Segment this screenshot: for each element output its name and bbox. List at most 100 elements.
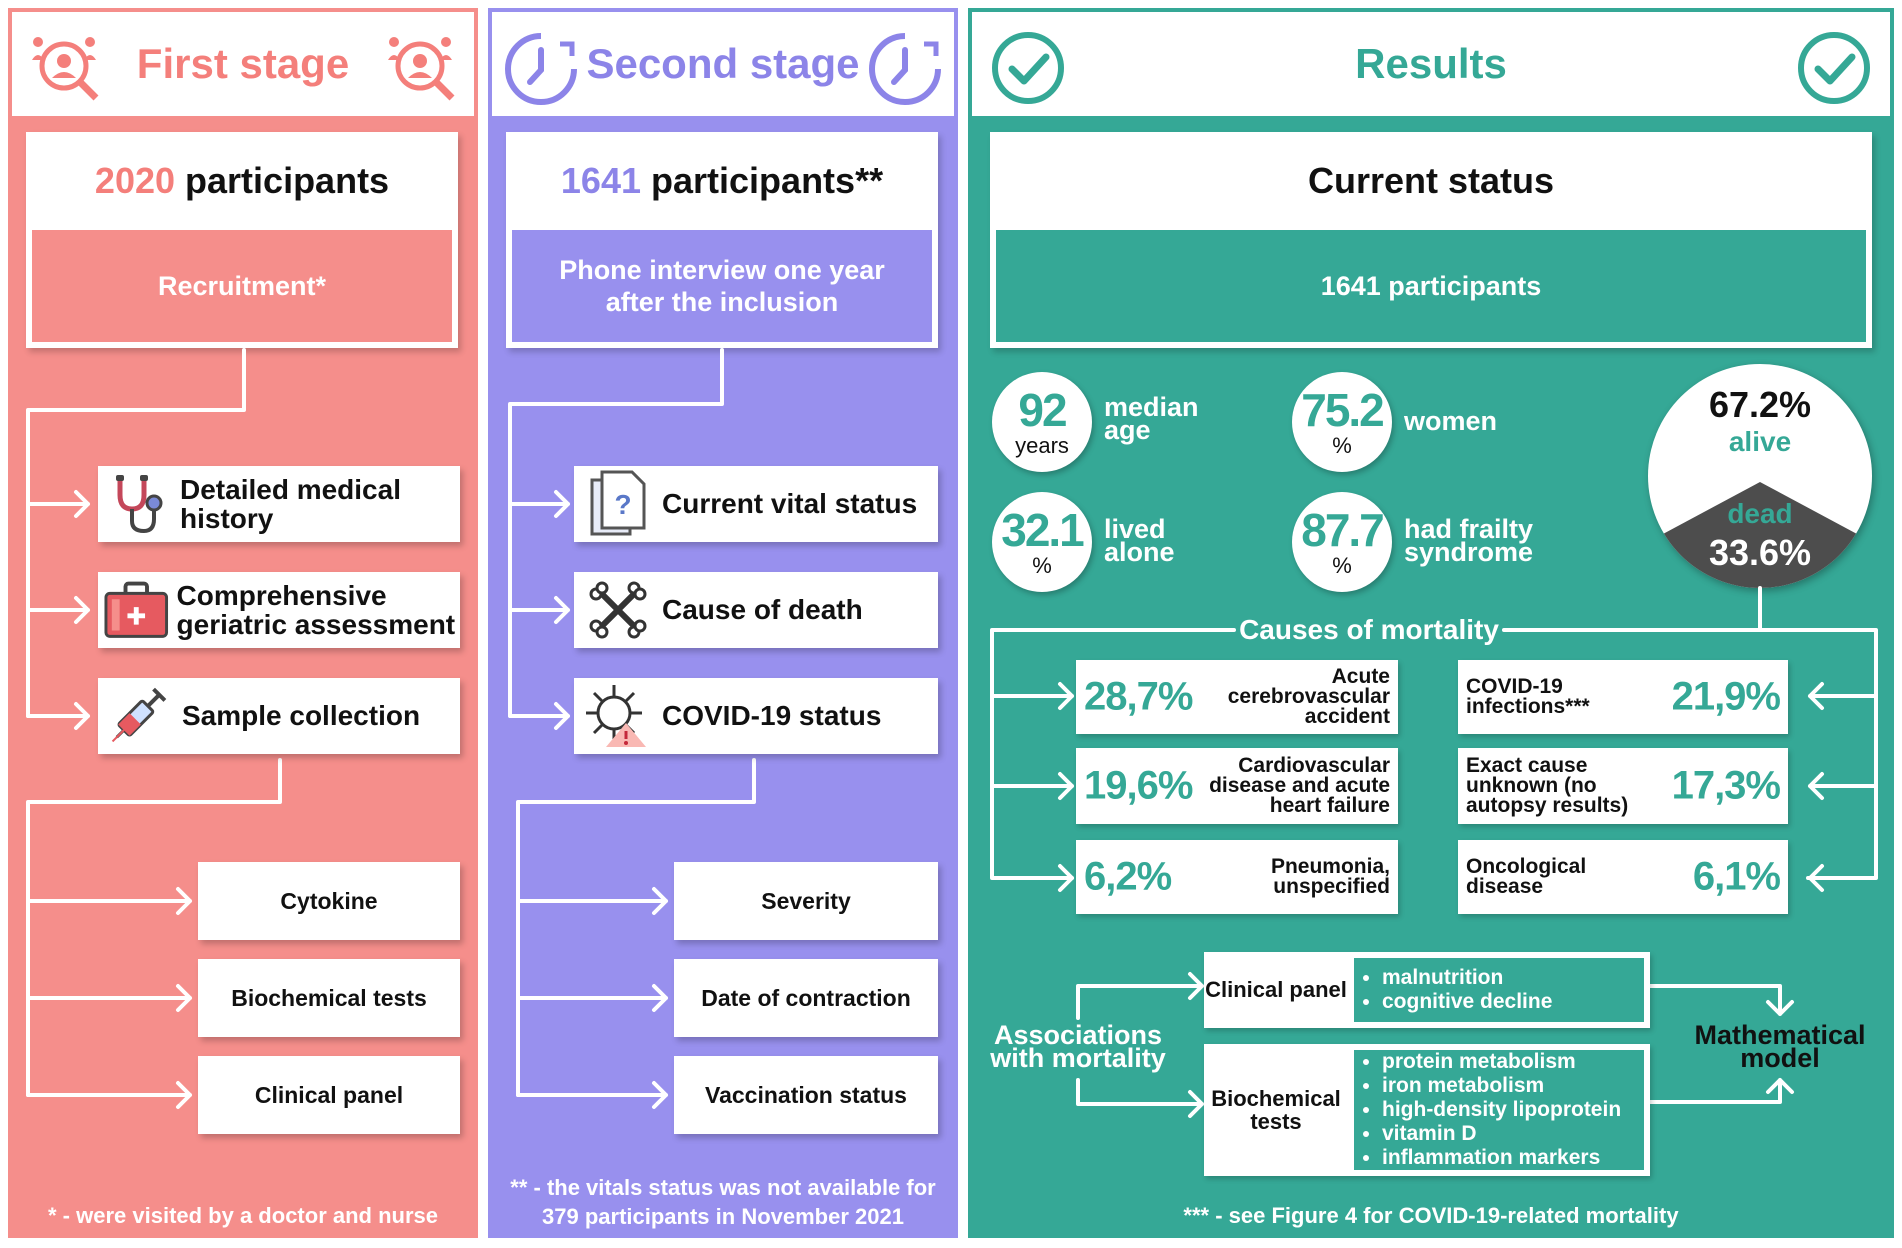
stethoscope-icon bbox=[116, 475, 163, 534]
lived-alone-value: 32.1 bbox=[1001, 504, 1085, 556]
results-header: Results bbox=[968, 8, 1894, 116]
second-stage-connectors bbox=[508, 348, 756, 1109]
dead-label: dead bbox=[1727, 498, 1793, 529]
comprehensive-assessment-card: Comprehensive geriatric assessment bbox=[98, 572, 460, 648]
person-search-icon bbox=[388, 37, 455, 101]
syringe-icon bbox=[111, 687, 167, 743]
cause-cardiovascular-label: Cardiovascular disease and acute heart f… bbox=[1209, 754, 1390, 817]
cause-covid-label: COVID-19 infections*** bbox=[1466, 675, 1590, 718]
first-stage-title: First stage bbox=[136, 40, 350, 87]
second-stage-title: Second stage bbox=[586, 40, 860, 87]
alive-dead-circle: 67.2% alive dead 33.6% bbox=[1648, 364, 1872, 588]
second-stage-count-suffix: participants** bbox=[651, 160, 884, 201]
cause-oncological-label: Oncological disease bbox=[1466, 855, 1587, 898]
current-vital-status-label: Current vital status bbox=[662, 488, 918, 520]
biochemical-tests-label: Biochemical tests bbox=[1211, 1085, 1341, 1134]
lived-alone-unit: % bbox=[1032, 553, 1052, 578]
cause-covid-card: COVID-19 infections*** 21,9% bbox=[1458, 660, 1788, 734]
cause-oncological-card: Oncological disease 6,1% bbox=[1458, 840, 1788, 914]
causes-of-mortality-title: Causes of mortality bbox=[1239, 614, 1499, 645]
lived-alone-label: lived alone bbox=[1104, 514, 1175, 567]
results-participants-label: 1641 participants bbox=[996, 230, 1866, 342]
date-of-contraction-card: Date of contraction bbox=[674, 959, 938, 1037]
median-age-label: median age bbox=[1104, 392, 1199, 445]
cause-of-death-label: Cause of death bbox=[662, 594, 863, 626]
biochemical-tests-items: protein metabolism iron metabolism high-… bbox=[1354, 1050, 1644, 1170]
clinical-panel-label: Clinical panel bbox=[1205, 977, 1347, 1003]
dead-segment bbox=[1648, 482, 1872, 588]
women-value: 75.2 bbox=[1301, 384, 1385, 436]
first-stage-participants-box: 2020 participants Recruitment* bbox=[26, 132, 458, 348]
phone-interview-label: Phone interview one year after the inclu… bbox=[512, 230, 932, 342]
cause-oncological-pct: 6,1% bbox=[1692, 854, 1781, 899]
medical-kit-icon bbox=[104, 581, 169, 638]
question-document-icon: ? bbox=[590, 470, 646, 536]
detailed-medical-history-label: Detailed medical history bbox=[180, 473, 401, 534]
clinical-panel-items: malnutrition cognitive decline bbox=[1354, 958, 1644, 1022]
cause-unknown-pct: 17,3% bbox=[1671, 763, 1781, 808]
current-status-box: Current status 1641 participants bbox=[990, 132, 1872, 348]
recruitment-label: Recruitment* bbox=[32, 230, 452, 342]
biochemical-item: protein metabolism bbox=[1382, 1050, 1644, 1074]
cause-stroke-pct: 28,7% bbox=[1084, 674, 1193, 719]
women-stat: 75.2 % bbox=[1292, 372, 1392, 472]
biochemical-item: vitamin D bbox=[1382, 1122, 1644, 1146]
virus-warning-icon bbox=[586, 685, 646, 747]
first-stage-footnote: * - were visited by a doctor and nurse bbox=[48, 1203, 438, 1228]
detailed-medical-history-card: Detailed medical history bbox=[98, 466, 460, 542]
second-stage-count: 1641 bbox=[560, 160, 641, 201]
women-label: women bbox=[1404, 406, 1498, 436]
first-stage-panel: First stage 2020 participants Recruitmen… bbox=[8, 8, 478, 1238]
crossbones-icon bbox=[589, 581, 647, 639]
dead-percent: 33.6% bbox=[1708, 532, 1812, 573]
first-stage-count-suffix: participants bbox=[185, 160, 390, 201]
clinical-panel-item: cognitive decline bbox=[1382, 990, 1644, 1014]
first-stage-header: First stage bbox=[8, 8, 478, 116]
cause-cardiovascular-pct: 19,6% bbox=[1084, 763, 1193, 808]
frailty-unit: % bbox=[1332, 553, 1352, 578]
clinical-panel-item: malnutrition bbox=[1382, 966, 1644, 990]
results-footnote: *** - see Figure 4 for COVID-19-related … bbox=[1183, 1203, 1679, 1228]
check-circle-icon bbox=[992, 32, 1064, 104]
frailty-value: 87.7 bbox=[1301, 504, 1385, 556]
cause-stroke-card: 28,7% Acute cerebrovascular accident bbox=[1076, 660, 1398, 734]
check-circle-icon bbox=[1798, 32, 1870, 104]
first-stage-count-heading: 2020 participants bbox=[26, 132, 458, 230]
biochemical-item: high-density lipoprotein bbox=[1382, 1098, 1644, 1122]
covid-status-label: COVID-19 status bbox=[662, 700, 882, 732]
biochemical-item: inflammation markers bbox=[1382, 1146, 1644, 1170]
sample-collection-label: Sample collection bbox=[182, 700, 421, 732]
clock-icon bbox=[505, 33, 577, 105]
mathematical-model-label: Mathematical model bbox=[1694, 1020, 1866, 1073]
covid-status-card: COVID-19 status bbox=[574, 678, 938, 754]
clock-icon bbox=[869, 33, 941, 105]
women-unit: % bbox=[1332, 433, 1352, 458]
cause-stroke-label: Acute cerebrovascular accident bbox=[1227, 665, 1390, 728]
current-vital-status-card: ? Current vital status bbox=[574, 466, 938, 542]
svg-text:?: ? bbox=[614, 489, 631, 520]
median-age-stat: 92 years bbox=[992, 372, 1092, 472]
cause-pneumonia-label: Pneumonia, unspecified bbox=[1270, 855, 1390, 898]
clinical-panel-box: Clinical panel malnutrition cognitive de… bbox=[1204, 952, 1650, 1028]
current-status-title: Current status bbox=[1307, 160, 1555, 201]
lived-alone-stat: 32.1 % bbox=[992, 492, 1092, 592]
causes-connectors bbox=[990, 586, 1878, 1118]
second-stage-panel: Second stage 1641 participants** Phone i… bbox=[488, 8, 958, 1238]
associations-label: Associations with mortality bbox=[990, 1020, 1166, 1073]
alive-label: alive bbox=[1728, 426, 1792, 457]
second-stage-count-heading: 1641 participants** bbox=[506, 132, 938, 230]
cause-pneumonia-card: 6,2% Pneumonia, unspecified bbox=[1076, 840, 1398, 914]
results-panel: Results Current status 1641 participants… bbox=[968, 8, 1894, 1238]
comprehensive-assessment-label: Comprehensive geriatric assessment bbox=[176, 579, 456, 640]
alive-percent: 67.2% bbox=[1708, 384, 1812, 425]
frailty-label: had frailty syndrome bbox=[1404, 514, 1534, 567]
cause-of-death-card: Cause of death bbox=[574, 572, 938, 648]
second-stage-header: Second stage bbox=[488, 8, 958, 116]
second-stage-footnote: ** - the vitals status was not available… bbox=[510, 1175, 936, 1229]
person-search-icon bbox=[32, 37, 99, 101]
frailty-stat: 87.7 % bbox=[1292, 492, 1392, 592]
median-age-unit: years bbox=[1015, 433, 1069, 458]
cause-unknown-card: Exact cause unknown (no autopsy results)… bbox=[1458, 748, 1788, 824]
clinical-panel-card: Clinical panel bbox=[198, 1056, 460, 1134]
sample-collection-card: Sample collection bbox=[98, 678, 460, 754]
